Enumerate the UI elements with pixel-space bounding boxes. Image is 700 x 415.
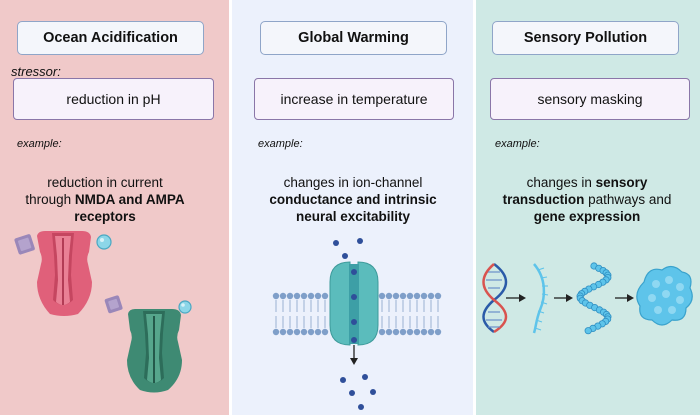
lipid-head: [272, 292, 280, 300]
lipid-head: [314, 328, 322, 336]
ligand-cube-icon: [14, 234, 35, 255]
lipid-head: [392, 328, 400, 336]
example-description: changes in ion-channel conductance and i…: [269, 175, 437, 224]
arrow-right-icon: [554, 294, 573, 302]
lipid-head: [385, 328, 393, 336]
ocean-acidification-panel: Ocean Acidification stressor: reduction …: [0, 0, 229, 415]
ion-dots-icon: [333, 238, 376, 410]
panel-title: Sensory Pollution: [492, 21, 679, 55]
ion-sphere-icon: [96, 234, 112, 250]
folded-protein-icon: [636, 265, 693, 326]
mrna-strand-icon: [532, 263, 549, 334]
panel-title: Ocean Acidification: [17, 21, 204, 55]
lipid-head: [293, 292, 301, 300]
lipid-head: [314, 292, 322, 300]
arrow-down-icon: [350, 345, 358, 365]
arrow-right-icon: [615, 294, 634, 302]
lipid-head: [420, 292, 428, 300]
lipid-head: [293, 328, 301, 336]
lipid-head: [286, 328, 294, 336]
example-label: example:: [17, 138, 62, 150]
gene-expression-icon: [482, 262, 693, 335]
sensory-pollution-panel: Sensory Pollution sensory masking exampl…: [476, 0, 700, 415]
stressor-box: increase in temperature: [254, 78, 454, 120]
ligand-cube-icon: [104, 295, 123, 314]
lipid-head: [406, 328, 414, 336]
lipid-head: [399, 292, 407, 300]
lipid-head: [279, 292, 287, 300]
example-description: reduction in current through NMDA and AM…: [25, 175, 185, 224]
stressor-box: sensory masking: [490, 78, 690, 120]
lipid-head: [413, 328, 421, 336]
arrow-right-icon: [506, 294, 526, 302]
lipid-head: [434, 292, 442, 300]
example-label: example:: [495, 138, 540, 150]
lipid-head: [307, 292, 315, 300]
polypeptide-chain-icon: [576, 262, 612, 335]
lipid-head: [279, 328, 287, 336]
lipid-head: [434, 328, 442, 336]
example-label: example:: [258, 138, 303, 150]
lipid-bilayer-icon: [272, 292, 442, 336]
lipid-head: [378, 292, 386, 300]
ion-channel-icon: [329, 261, 379, 346]
ion-channel-membrane-icon: [272, 238, 442, 410]
global-warming-panel: Global Warming increase in temperature e…: [232, 0, 473, 415]
lipid-head: [321, 292, 329, 300]
lipid-head: [392, 292, 400, 300]
example-description: changes in sensory transduction pathways…: [502, 175, 672, 224]
lipid-head: [286, 292, 294, 300]
lipid-head: [272, 328, 280, 336]
lipid-head: [321, 328, 329, 336]
lipid-head: [378, 328, 386, 336]
lipid-head: [413, 292, 421, 300]
lipid-head: [300, 292, 308, 300]
stressor-label: stressor:: [11, 64, 61, 79]
lipid-head: [399, 328, 407, 336]
amino-acid-bead: [584, 327, 592, 335]
lipid-head: [307, 328, 315, 336]
lipid-head: [420, 328, 428, 336]
dna-helix-icon: [482, 263, 508, 334]
lipid-head: [406, 292, 414, 300]
lipid-head: [427, 292, 435, 300]
panel-title: Global Warming: [260, 21, 447, 55]
stressor-box: reduction in pH: [13, 78, 214, 120]
nmda-receptor-icon: [37, 231, 92, 316]
ampa-receptor-icon: [127, 309, 182, 393]
lipid-head: [427, 328, 435, 336]
glutamate-receptor-icon: [14, 231, 192, 393]
ion-sphere-icon: [178, 300, 192, 314]
lipid-head: [385, 292, 393, 300]
lipid-head: [300, 328, 308, 336]
